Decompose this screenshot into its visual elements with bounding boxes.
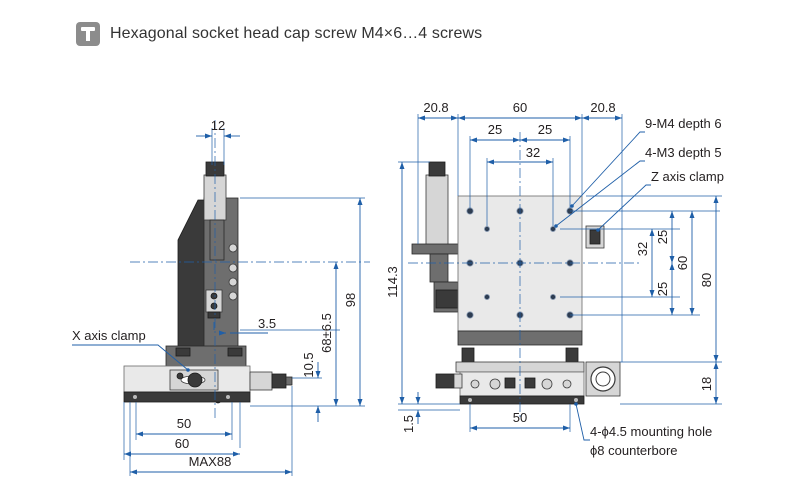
header: Hexagonal socket head cap screw M4×6…4 s… xyxy=(76,21,482,47)
dim-label: 18 xyxy=(699,377,714,391)
dim-label: 25 xyxy=(488,122,502,137)
screw-icon xyxy=(489,378,501,390)
guide-block xyxy=(461,347,475,363)
side-view: 12 3.5 10.5 68±6.5 98 X axis clamp xyxy=(72,118,370,476)
header-title: Hexagonal socket head cap screw M4×6…4 s… xyxy=(110,25,483,42)
x-micrometer-sleeve xyxy=(453,373,463,389)
dim-label: 80 xyxy=(699,273,714,287)
leader-dot xyxy=(186,368,190,372)
dim-label: 32 xyxy=(526,145,540,160)
z-axis-bracket xyxy=(177,199,209,356)
dim-label: 10.5 xyxy=(301,352,316,377)
leader-line xyxy=(571,131,645,207)
m3-hole xyxy=(550,225,557,232)
screw-icon xyxy=(470,379,480,389)
guide-block xyxy=(565,347,579,363)
m3-hole xyxy=(483,293,490,300)
screw-icon xyxy=(562,379,572,389)
x-micrometer-end-icon xyxy=(595,371,611,387)
dim-label: 114.3 xyxy=(385,266,400,298)
dim-label: 68±6.5 xyxy=(319,313,334,353)
leader-line xyxy=(555,160,645,227)
screw-icon xyxy=(226,395,230,399)
z-micrometer-thimble xyxy=(428,161,446,177)
leader-line xyxy=(72,344,189,371)
dim-label: 20.8 xyxy=(590,100,615,115)
screw-icon xyxy=(468,398,472,402)
callout-mounting-hole: 4-ϕ4.5 mounting hole xyxy=(590,424,712,439)
dim-label: 60 xyxy=(175,436,189,451)
screw-icon xyxy=(133,395,137,399)
screw-icon xyxy=(541,378,553,390)
screw-icon xyxy=(574,398,578,402)
dim-label: 20.8 xyxy=(423,100,448,115)
x-stage-block xyxy=(227,347,243,357)
x-stage-block xyxy=(175,347,191,357)
x-micrometer-thimble xyxy=(271,373,287,389)
screw-icon xyxy=(228,291,238,301)
m4-hole xyxy=(466,207,474,215)
leader-dot xyxy=(554,224,558,228)
z-micrometer-cap xyxy=(435,289,459,309)
x-clamp-knob xyxy=(187,372,203,388)
screw-icon xyxy=(210,292,218,300)
screw-icon xyxy=(176,372,184,380)
x-stage-bottom xyxy=(459,395,585,405)
dim-label: 3.5 xyxy=(258,316,276,331)
leader-dot xyxy=(570,204,574,208)
dim-label: 32 xyxy=(635,242,650,256)
dim-label: 60 xyxy=(513,100,527,115)
z-axis-clamp-knob xyxy=(589,229,601,245)
dim-label: 50 xyxy=(513,410,527,425)
dim-label: 60 xyxy=(675,256,690,270)
x-micrometer-sleeve xyxy=(249,371,273,391)
callout-x-clamp: X axis clamp xyxy=(72,328,146,343)
leader-dot xyxy=(596,228,600,232)
dim-label: 12 xyxy=(211,118,225,133)
x-stage-bottom xyxy=(123,391,251,403)
leader-line xyxy=(575,403,590,441)
dim-label: 98 xyxy=(343,293,358,307)
screw-icon xyxy=(76,22,100,46)
callout-m3-holes: 4-M3 depth 5 xyxy=(645,145,722,160)
m3-holes xyxy=(483,225,557,300)
z-micrometer-mount xyxy=(411,243,461,255)
dim-label: 25 xyxy=(655,230,670,244)
screw-icon xyxy=(210,302,218,310)
dim-label: 1.5 xyxy=(401,415,416,433)
leader-line xyxy=(597,184,651,231)
m4-hole xyxy=(466,311,474,319)
screw-icon xyxy=(228,243,238,253)
x-clamp-block xyxy=(524,377,536,389)
x-micrometer-thimble xyxy=(435,373,455,389)
x-micrometer-tip xyxy=(285,376,293,386)
m3-hole xyxy=(483,225,490,232)
screw-icon xyxy=(228,277,238,287)
z-micrometer-barrel xyxy=(209,219,225,261)
front-view: 20.8 60 20.8 25 25 32 114.3 1.5 50 xyxy=(385,100,724,458)
m3-hole xyxy=(550,293,557,300)
leader-dot xyxy=(574,402,578,406)
dim-label: MAX88 xyxy=(189,454,232,469)
dim-label: 25 xyxy=(655,282,670,296)
callout-tapped-holes: 9-M4 depth 6 xyxy=(645,116,722,131)
callout-z-clamp: Z axis clamp xyxy=(651,169,724,184)
callout-counterbore: ϕ8 counterbore xyxy=(590,443,678,458)
z-clamp-tab xyxy=(207,311,221,319)
dim-label: 50 xyxy=(177,416,191,431)
dim-label: 25 xyxy=(538,122,552,137)
screw-icon xyxy=(228,263,238,273)
x-micrometer-end-icon xyxy=(590,366,616,392)
z-micrometer-sleeve xyxy=(425,174,449,246)
z-micrometer-barrel xyxy=(429,253,449,283)
x-clamp-block xyxy=(504,377,516,389)
